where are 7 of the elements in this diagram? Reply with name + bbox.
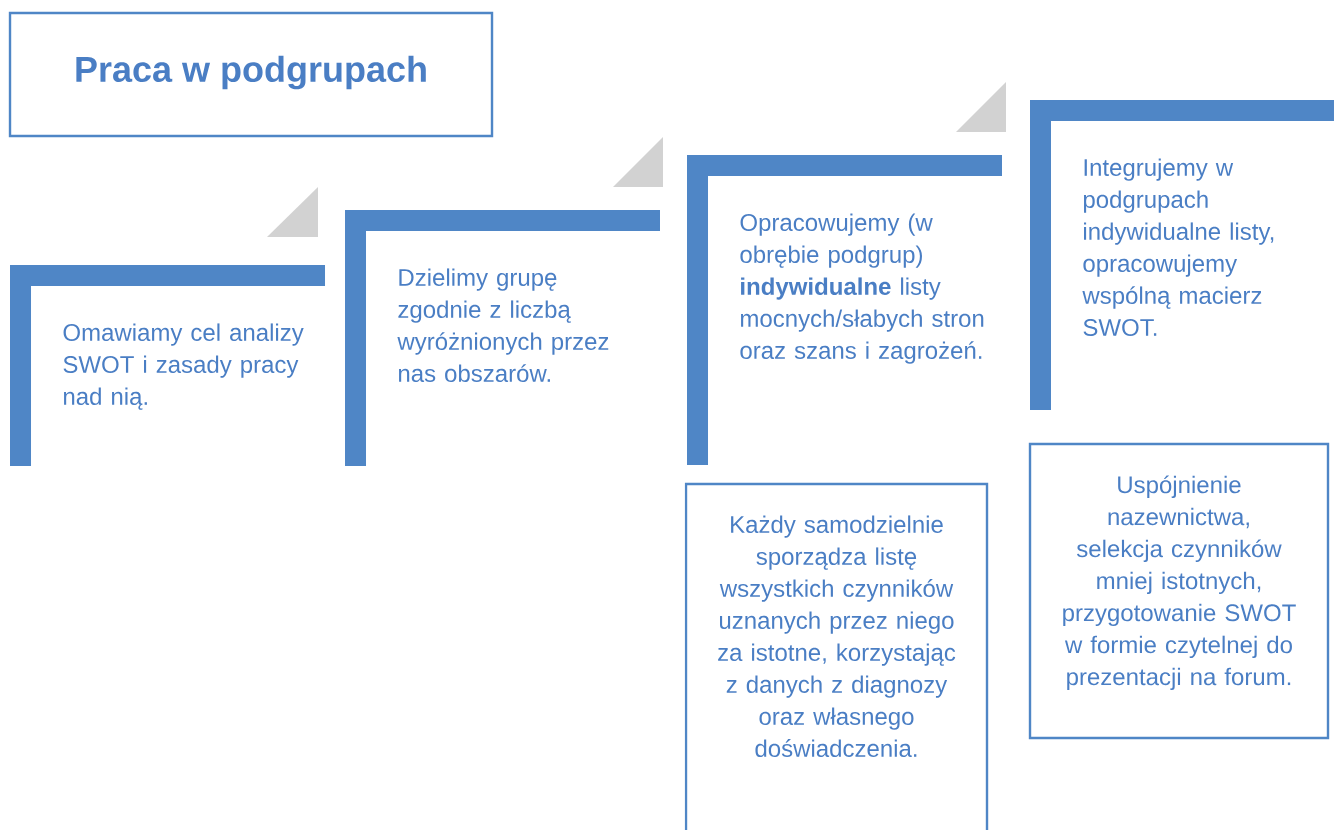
- note-box: Każdy samodzielnie sporządza listę wszystkich czynników uznanych przez niego za istotne, korzystając z danych z diagnozy oraz własnego doświadczenia.: [684, 482, 989, 830]
- step-bracket: Opracowujemy (w obrębie podgrup) indywidualne listy mocnych/słabych stron oraz szans i zagrożeń.: [687, 155, 1002, 465]
- step-bracket: Integrujemy w podgrupach indywidualne listy, opracowujemy wspólną macierz SWOT.: [1030, 100, 1334, 410]
- step-bracket: Dzielimy grupę zgodnie z liczbą wyróżnionych przez nas obszarów.: [345, 210, 660, 466]
- step-bracket: Omawiamy cel analizy SWOT i zasady pracy nad nią.: [10, 265, 325, 466]
- title-box: Praca w podgrupach: [8, 11, 494, 138]
- note-box: Uspójnienie nazewnictwa, selekcja czynników mniej istotnych, przygotowanie SWOT w formie czytelnej do prezentacji na forum.: [1028, 442, 1330, 740]
